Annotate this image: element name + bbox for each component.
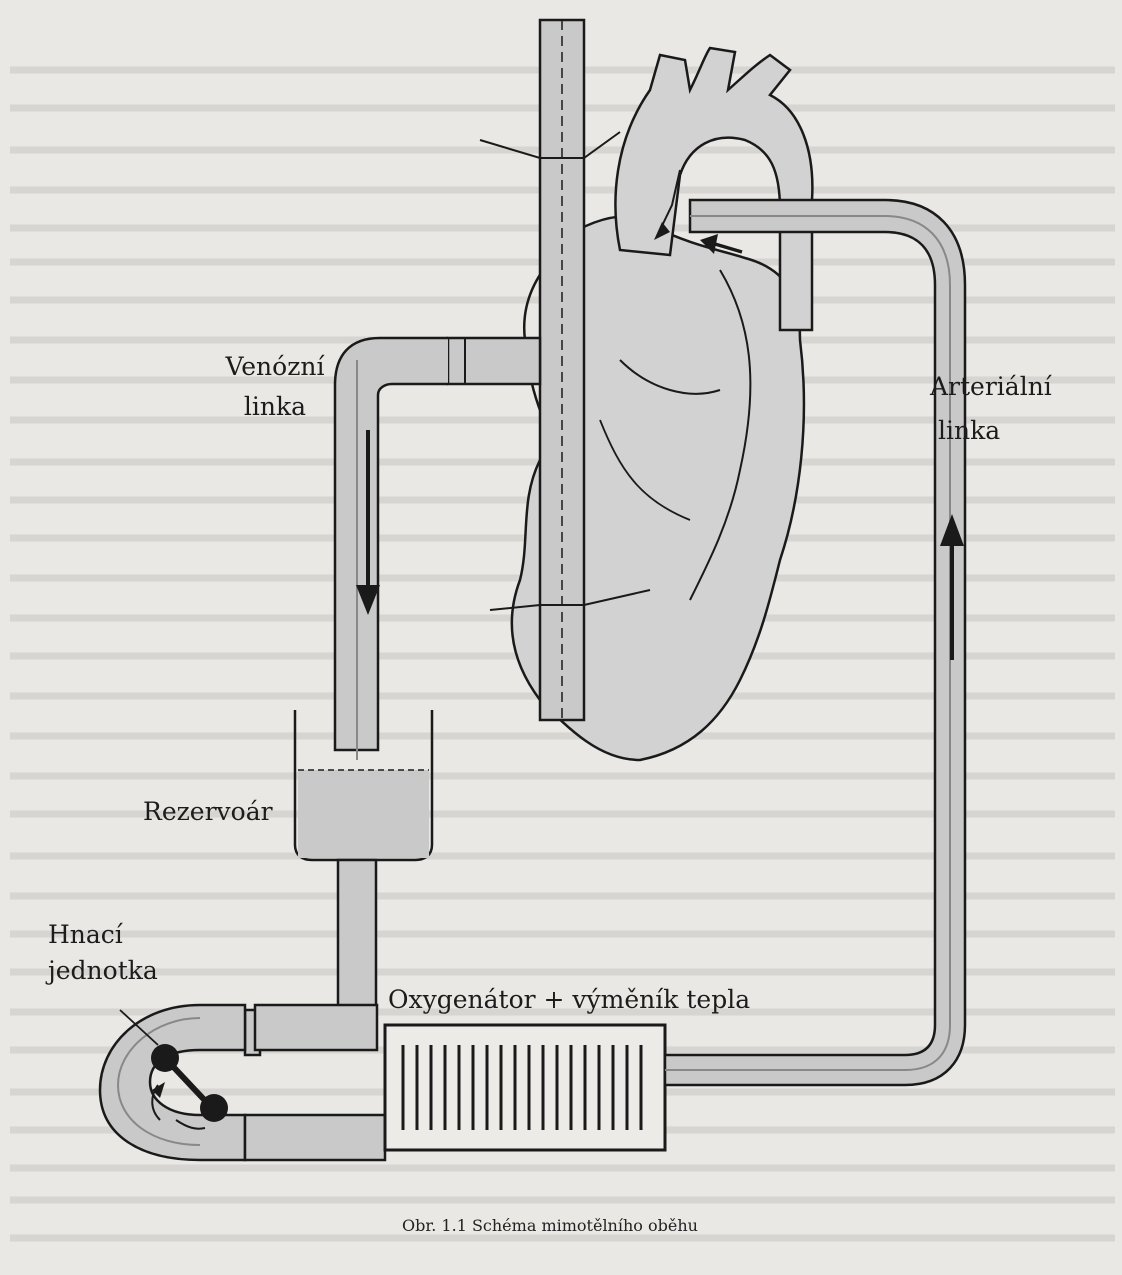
reservoir-label: Rezervoár — [143, 797, 273, 827]
pump-unit-label-line1: Hnací — [48, 920, 158, 950]
venous-line-label: Venózní linka — [200, 352, 350, 421]
arterial-line-label: Arteriální linka — [930, 372, 1100, 445]
arterial-line-label-line2: linka — [930, 416, 1100, 446]
oxygenator-label: Oxygenátor + výměník tepla — [388, 985, 750, 1015]
reservoir-to-pump-line — [245, 1005, 377, 1055]
arterial-line-label-line1: Arteriální — [930, 372, 1100, 402]
venous-line-label-line1: Venózní — [200, 352, 350, 382]
reservoir — [295, 710, 432, 1030]
venous-line-label-line2: linka — [200, 392, 350, 422]
oxygenator — [385, 1025, 665, 1150]
pump-unit-label-line2: jednotka — [48, 956, 158, 986]
pump-unit-label: Hnací jednotka — [48, 920, 158, 985]
figure-caption: Obr. 1.1 Schéma mimotělního oběhu — [402, 1216, 698, 1235]
